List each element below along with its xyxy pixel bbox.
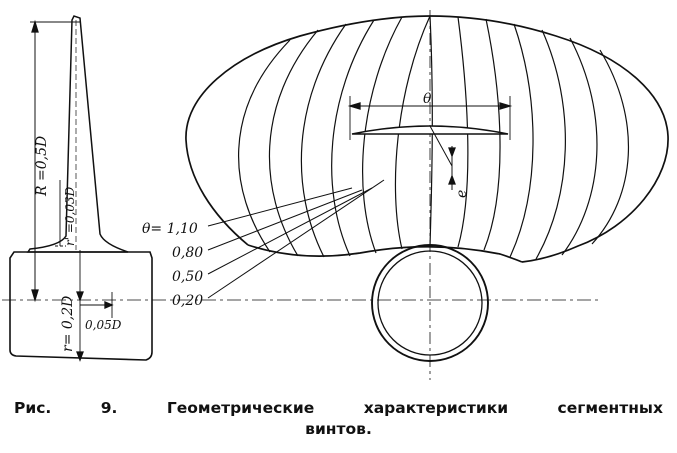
theta-value-3: 0,50 [172,269,203,285]
thickness-label: e [454,190,470,198]
hub-radius-label: r= 0,2D [60,296,76,352]
caption-word-geom: Геометрические [166,399,315,417]
theta-value-4: 0,20 [172,293,203,309]
caption-word-char: характеристики [363,399,509,417]
theta-leaders [207,179,385,299]
theta-symbol-label: θ [423,91,432,107]
blade-section [9,15,153,362]
blade-planform [185,10,669,380]
theta-value-1: θ= 1,10 [142,221,198,237]
radius-label: R =0,5D [34,136,50,197]
caption-line-2: винтов. [305,420,372,438]
caption-word-num: 9. [100,399,118,417]
fillet-label: r' =0,03D [63,186,77,246]
figure-caption: Рис. 9. Геометрические характеристики се… [10,398,667,440]
theta-value-2: 0,80 [172,245,203,261]
caption-word-fig: Рис. [14,399,52,417]
offset-label: 0,05D [85,318,122,332]
caption-word-seg: сегментных [557,399,663,417]
